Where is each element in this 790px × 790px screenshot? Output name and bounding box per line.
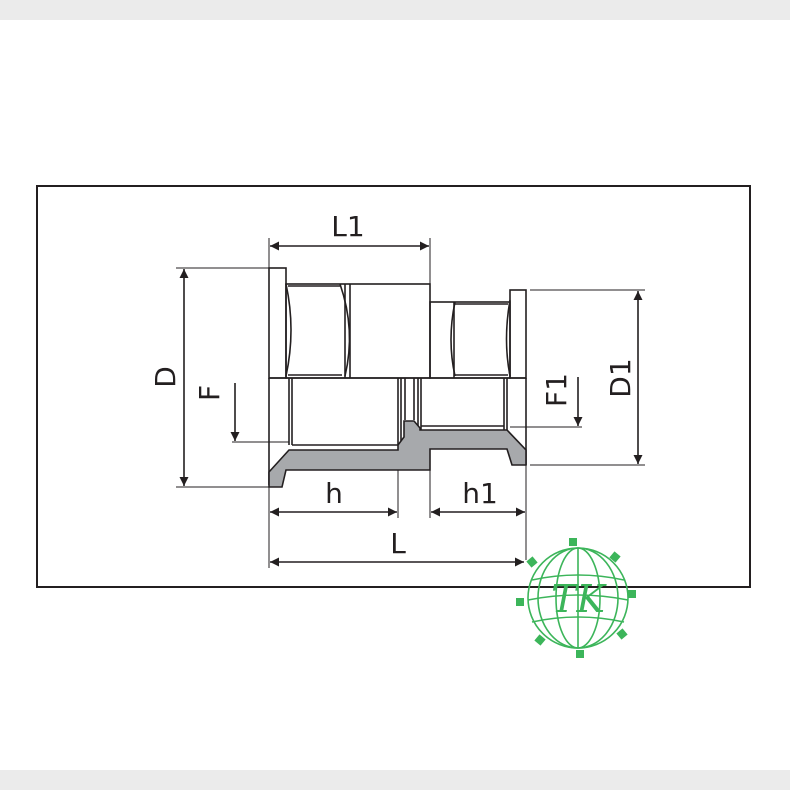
gear-teeth-icon — [516, 538, 636, 658]
label-D: D — [149, 366, 182, 388]
label-h1: h1 — [462, 477, 498, 510]
label-D1: D1 — [604, 358, 637, 397]
fitting-body — [268, 267, 527, 485]
label-L: L — [390, 527, 406, 560]
label-h: h — [325, 477, 343, 510]
section-hatch — [268, 420, 527, 488]
extension-lines — [176, 238, 645, 568]
label-F: F — [193, 385, 226, 401]
company-logo: TK — [516, 538, 636, 658]
label-L1: L1 — [331, 210, 364, 243]
drawing-frame — [36, 185, 751, 588]
dimension-lines — [179, 241, 643, 567]
top-band — [0, 0, 790, 20]
bottom-band — [0, 770, 790, 790]
label-F1: F1 — [540, 373, 573, 407]
logo-letters: TK — [551, 577, 607, 621]
